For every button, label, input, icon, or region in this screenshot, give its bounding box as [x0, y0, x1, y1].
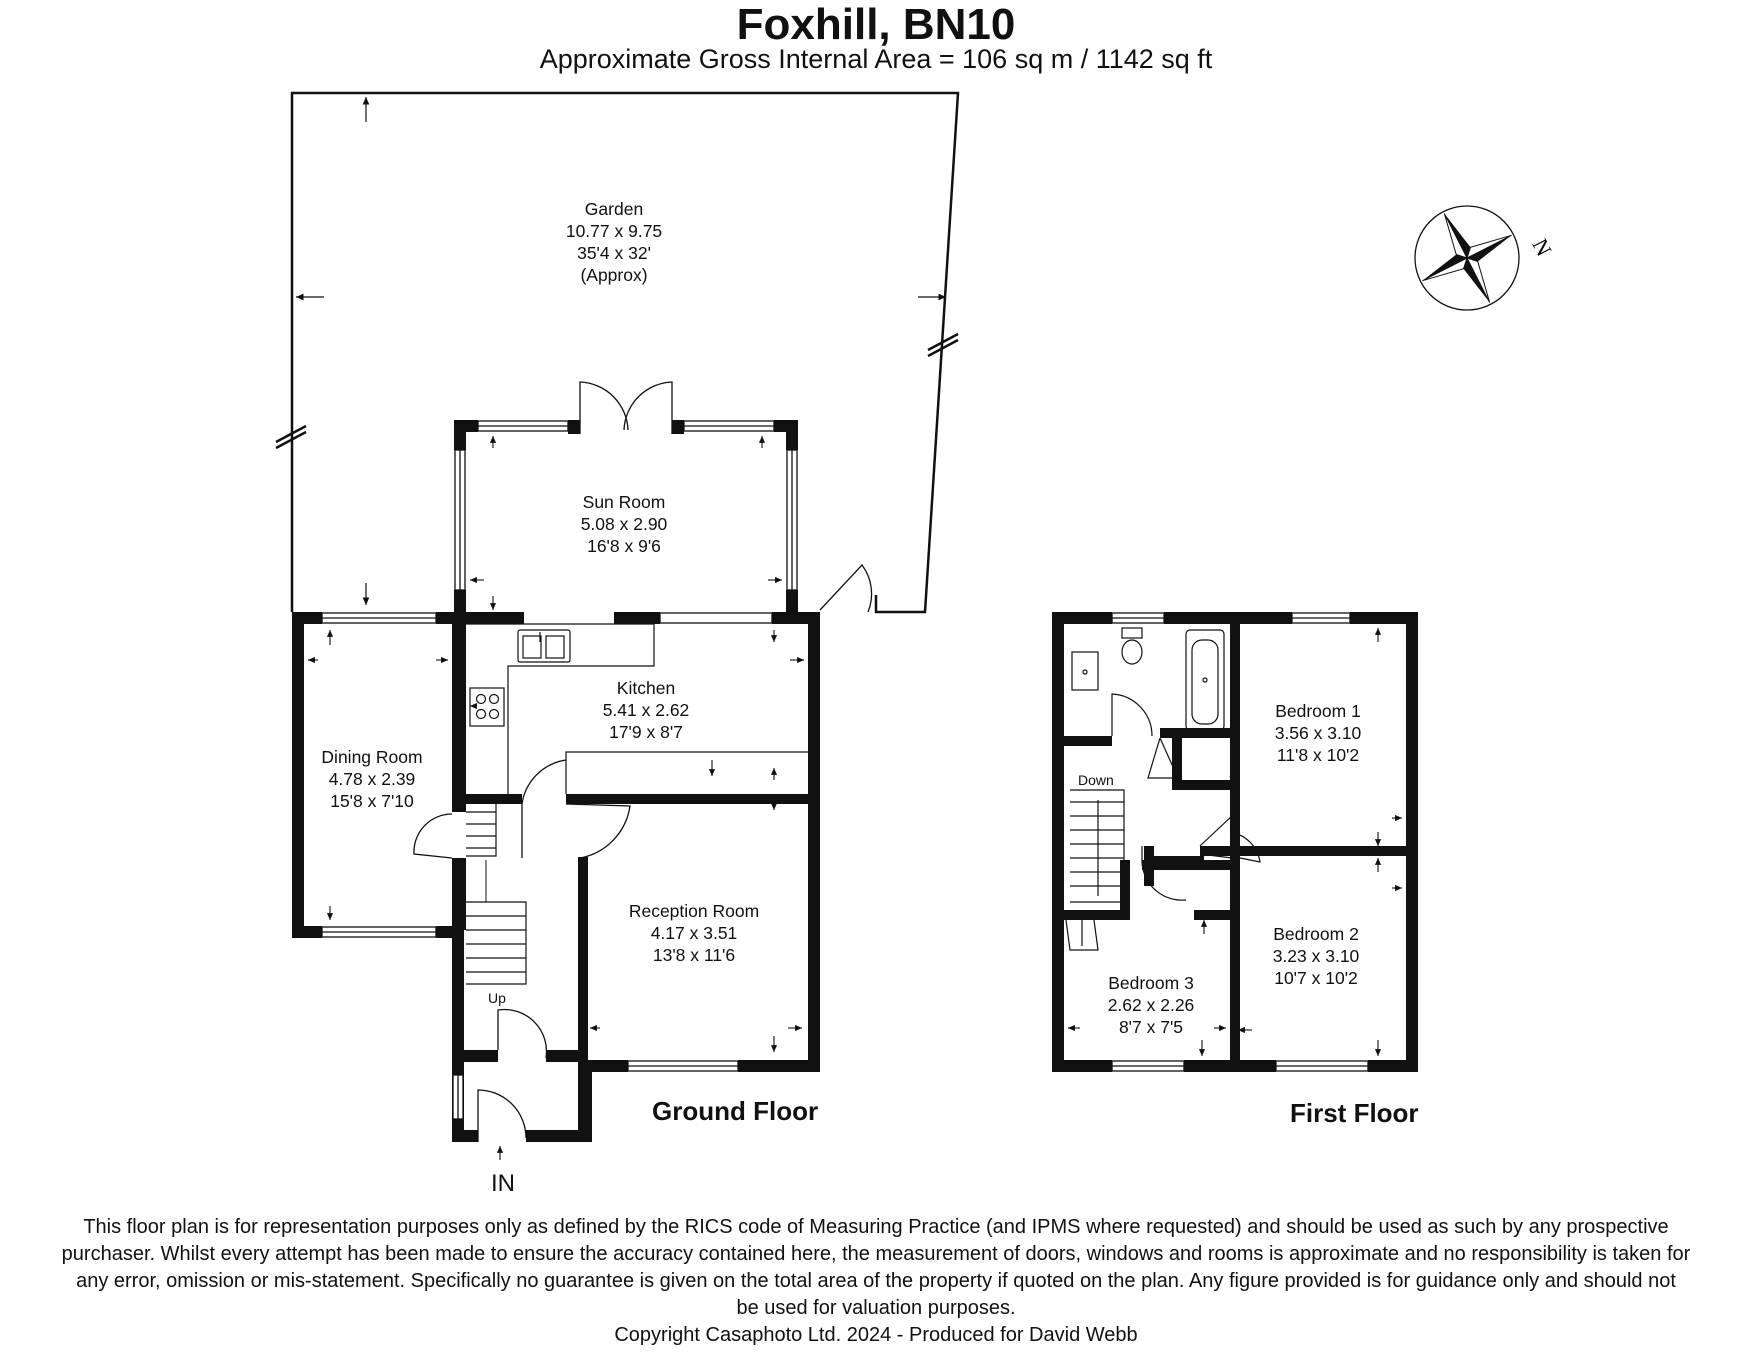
ground-floor-label: Ground Floor: [652, 1096, 819, 1126]
entrance-label: IN: [491, 1170, 515, 1197]
stairs-up-label: Up: [488, 990, 506, 1006]
reception-room-label: Reception Room 4.17 x 3.51 13'8 x 11'6: [629, 900, 759, 966]
compass-rose-icon: N: [1414, 205, 1557, 311]
disclaimer-line: be used for valuation purposes.: [736, 1297, 1016, 1319]
disclaimer-line: purchaser. Whilst every attempt has been…: [61, 1243, 1691, 1265]
room-metric: 5.08 x 2.90: [580, 514, 668, 534]
first-floor-fittings: [1065, 627, 1261, 951]
plan-area-subtitle: Approximate Gross Internal Area = 106 sq…: [539, 44, 1213, 74]
disclaimer-text: This floor plan is for representation pu…: [0, 1214, 1752, 1349]
first-floor-dimension-arrows: [1068, 628, 1402, 1056]
room-note: (Approx): [580, 265, 648, 285]
kitchen-fittings: [466, 623, 808, 794]
kitchen-label: Kitchen 5.41 x 2.62 17'9 x 8'7: [603, 677, 690, 743]
room-name: Bedroom 3: [1108, 973, 1194, 993]
compass-north-label: N: [1527, 235, 1557, 261]
room-imperial: 35'4 x 32': [577, 243, 651, 263]
disclaimer-line: any error, omission or mis-statement. Sp…: [76, 1270, 1676, 1292]
room-imperial: 13'8 x 11'6: [652, 945, 736, 965]
bedroom-1-label: Bedroom 1 3.56 x 3.10 11'8 x 10'2: [1275, 700, 1362, 766]
room-metric: 10.77 x 9.75: [565, 221, 663, 241]
room-metric: 3.56 x 3.10: [1274, 723, 1362, 743]
room-name: Kitchen: [616, 678, 676, 698]
room-imperial: 15'8 x 7'10: [330, 791, 414, 811]
stairs-down-label: Down: [1078, 772, 1114, 788]
sun-room-label: Sun Room 5.08 x 2.90 16'8 x 9'6: [581, 491, 668, 557]
room-name: Bedroom 1: [1275, 701, 1361, 721]
room-imperial: 17'9 x 8'7: [609, 722, 683, 742]
ground-floor-doors: [413, 381, 873, 1142]
room-metric: 3.23 x 3.10: [1272, 946, 1360, 966]
room-metric: 4.78 x 2.39: [328, 769, 416, 789]
room-name: Dining Room: [321, 747, 423, 767]
room-name: Bedroom 2: [1273, 924, 1359, 944]
room-name: Reception Room: [628, 901, 760, 921]
first-floor-windows: [1111, 612, 1369, 1072]
copyright-line: Copyright Casaphoto Ltd. 2024 - Produced…: [614, 1324, 1138, 1346]
room-name: Garden: [584, 199, 644, 219]
disclaimer-line: This floor plan is for representation pu…: [83, 1216, 1669, 1238]
ground-floor-dimension-arrows: [308, 436, 804, 1160]
room-imperial: 11'8 x 10'2: [1276, 745, 1360, 765]
room-name: Sun Room: [582, 492, 666, 512]
first-floor-walls: [1052, 612, 1418, 1072]
ground-floor-windows: [321, 420, 798, 1120]
room-metric: 2.62 x 2.26: [1107, 995, 1195, 1015]
first-floor-label: First Floor: [1290, 1098, 1419, 1128]
bedroom-3-label: Bedroom 3 2.62 x 2.26 8'7 x 7'5: [1108, 972, 1195, 1038]
garden-boundary: [275, 91, 960, 614]
plan-title: Foxhill, BN10: [736, 0, 1016, 49]
bedroom-2-label: Bedroom 2 3.23 x 3.10 10'7 x 10'2: [1273, 923, 1360, 989]
garden-dimension-arrows: [296, 97, 946, 605]
room-imperial: 10'7 x 10'2: [1274, 968, 1358, 988]
room-imperial: 16'8 x 9'6: [587, 536, 661, 556]
garden-label: Garden 10.77 x 9.75 35'4 x 32' (Approx): [566, 198, 662, 286]
dining-room-label: Dining Room 4.78 x 2.39 15'8 x 7'10: [321, 746, 422, 812]
room-metric: 5.41 x 2.62: [602, 700, 690, 720]
room-metric: 4.17 x 3.51: [650, 923, 738, 943]
room-imperial: 8'7 x 7'5: [1118, 1017, 1184, 1037]
ground-floor-stairs: [466, 799, 527, 985]
